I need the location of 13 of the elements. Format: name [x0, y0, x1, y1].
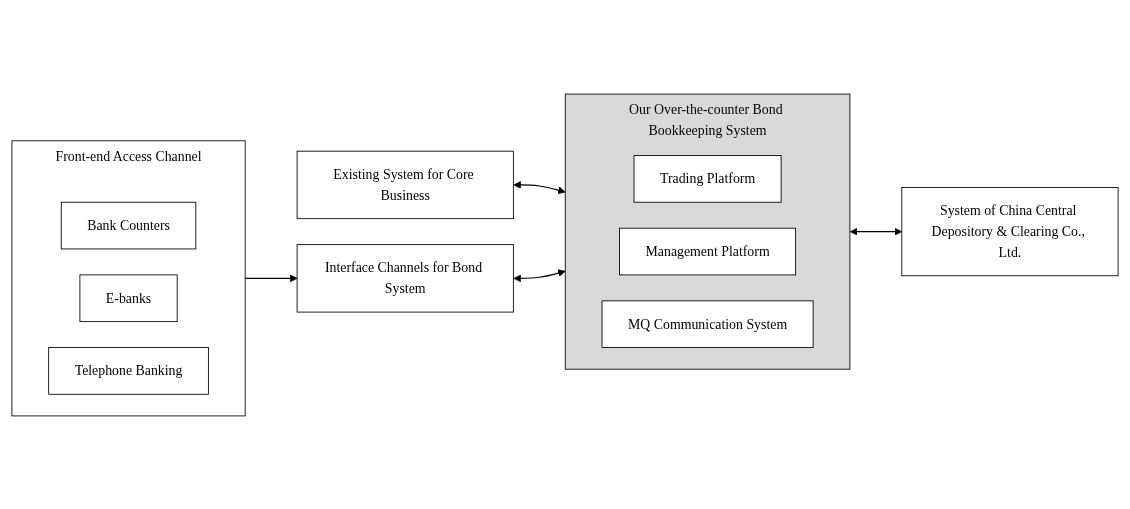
arrow	[849, 227, 903, 235]
node-box: Interface Channels for Bond System	[296, 243, 514, 313]
arrow	[513, 180, 566, 194]
node-box: Trading Platform	[633, 154, 782, 203]
node-box: System of China Central Depository & Clearing Co., Ltd.	[901, 186, 1119, 276]
arrow	[513, 268, 566, 282]
arrow	[244, 274, 298, 282]
node-box: Existing System for Core Business	[296, 150, 514, 219]
node-box: Telephone Banking	[48, 346, 209, 395]
node-box: Bank Counters	[60, 201, 197, 249]
node-box: E-banks	[79, 273, 178, 322]
node-box: Management Platform	[619, 227, 797, 275]
node-box: MQ Communication System	[601, 299, 814, 348]
